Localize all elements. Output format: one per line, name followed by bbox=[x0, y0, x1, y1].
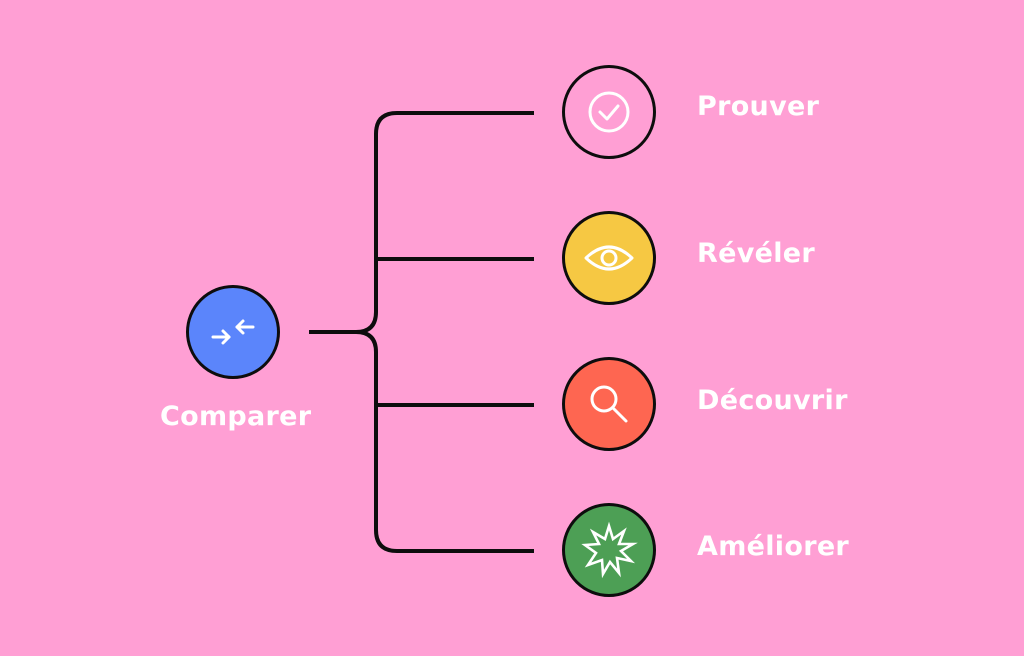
branch-circle-reveler bbox=[562, 211, 656, 305]
arrows-converge-icon bbox=[211, 319, 255, 345]
magnifier-icon bbox=[590, 385, 628, 423]
starburst-icon bbox=[581, 521, 638, 579]
branch-circle-prouver bbox=[562, 65, 656, 159]
eye-icon bbox=[584, 245, 634, 271]
root-connector-lower bbox=[355, 330, 378, 353]
branch-label-ameliorer: Améliorer bbox=[697, 531, 850, 562]
branch-circle-ameliorer bbox=[562, 503, 656, 597]
branch-circle-decouvrir bbox=[562, 357, 656, 451]
brace-spine-lower bbox=[374, 352, 534, 553]
branch-label-reveler: Révéler bbox=[697, 238, 815, 269]
root-node-circle bbox=[186, 285, 280, 379]
branch-label-decouvrir: Découvrir bbox=[697, 385, 848, 416]
branch-label-prouver: Prouver bbox=[697, 91, 820, 122]
root-label: Comparer bbox=[160, 401, 312, 432]
brace-spine bbox=[374, 111, 534, 312]
checkmark-circle-icon bbox=[588, 91, 630, 133]
root-connector bbox=[309, 311, 378, 334]
